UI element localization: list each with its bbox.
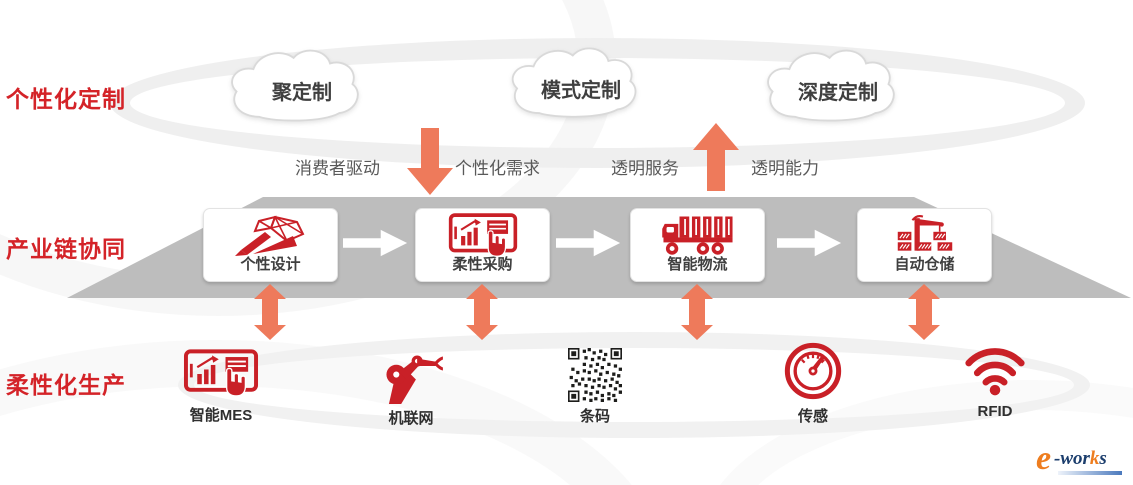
prod-label: RFID — [977, 403, 1013, 420]
cloud-ju-dingzhi: 聚定制 — [211, 42, 393, 128]
eworks-logo: e -works — [1036, 440, 1132, 482]
crane-warehouse-icon — [889, 214, 961, 258]
stage-box-warehouse: 自动仓储 — [857, 208, 992, 282]
stage-label: 个性设计 — [240, 256, 301, 273]
right-arrow — [777, 226, 843, 260]
row-label-chain: 产业链协同 — [6, 236, 126, 262]
logo-text-part: -wor — [1054, 448, 1090, 469]
cloud-label: 聚定制 — [272, 82, 332, 104]
stage-box-logistics: 智能物流 — [630, 208, 765, 282]
truck-icon — [661, 214, 735, 256]
bottom-ellipse-ring — [178, 332, 1090, 438]
prod-item-mes: 智能MES — [181, 348, 261, 424]
logo-text: -works — [1054, 448, 1107, 470]
up-arrow — [692, 122, 740, 192]
design-icon — [231, 214, 311, 258]
cloud-shendu-dingzhi: 深度定制 — [744, 42, 932, 128]
row-label-customization: 个性化定制 — [6, 86, 126, 112]
qr-code-icon — [568, 348, 622, 402]
flow-text-personalized-demand: 个性化需求 — [455, 159, 540, 178]
row-label-production: 柔性化生产 — [6, 372, 126, 398]
stage-box-procurement: 柔性采购 — [415, 208, 550, 282]
down-arrow — [406, 128, 454, 196]
double-arrow — [679, 284, 715, 340]
logo-underline-bar — [1058, 471, 1122, 475]
prod-item-sensor: 传感 — [784, 342, 842, 425]
prod-item-rfid: RFID — [958, 346, 1032, 420]
flow-text-transparent-service: 透明服务 — [611, 159, 679, 178]
double-arrow — [464, 284, 500, 340]
prod-label: 条码 — [579, 408, 610, 425]
prod-label: 机联网 — [388, 410, 434, 427]
stage-label: 自动仓储 — [894, 256, 955, 273]
prod-item-barcode: 条码 — [567, 348, 623, 425]
logo-text-part-orange: k — [1089, 448, 1100, 469]
logo-text-part: s — [1099, 448, 1107, 469]
right-arrow — [343, 226, 409, 260]
cloud-label: 深度定制 — [798, 82, 878, 104]
right-arrow — [556, 226, 622, 260]
prod-label: 智能MES — [189, 407, 253, 424]
double-arrow — [906, 284, 942, 340]
cloud-moshi-dingzhi: 模式定制 — [490, 40, 672, 124]
prod-label: 传感 — [797, 408, 828, 425]
wifi-icon — [958, 346, 1032, 396]
gauge-icon — [784, 342, 842, 400]
robot-arm-icon — [378, 350, 444, 404]
stage-box-design: 个性设计 — [203, 208, 338, 282]
tablet-hand-icon — [447, 212, 519, 260]
flow-text-consumer-driven: 消费者驱动 — [295, 159, 380, 178]
cloud-label: 模式定制 — [541, 80, 621, 102]
stage-label: 柔性采购 — [452, 256, 513, 273]
prod-item-machine-network: 机联网 — [371, 350, 451, 427]
logo-e-glyph: e — [1036, 440, 1052, 477]
tablet-hand-icon — [181, 348, 261, 400]
flow-text-transparent-capability: 透明能力 — [751, 159, 819, 178]
double-arrow — [252, 284, 288, 340]
stage-label: 智能物流 — [667, 256, 728, 273]
